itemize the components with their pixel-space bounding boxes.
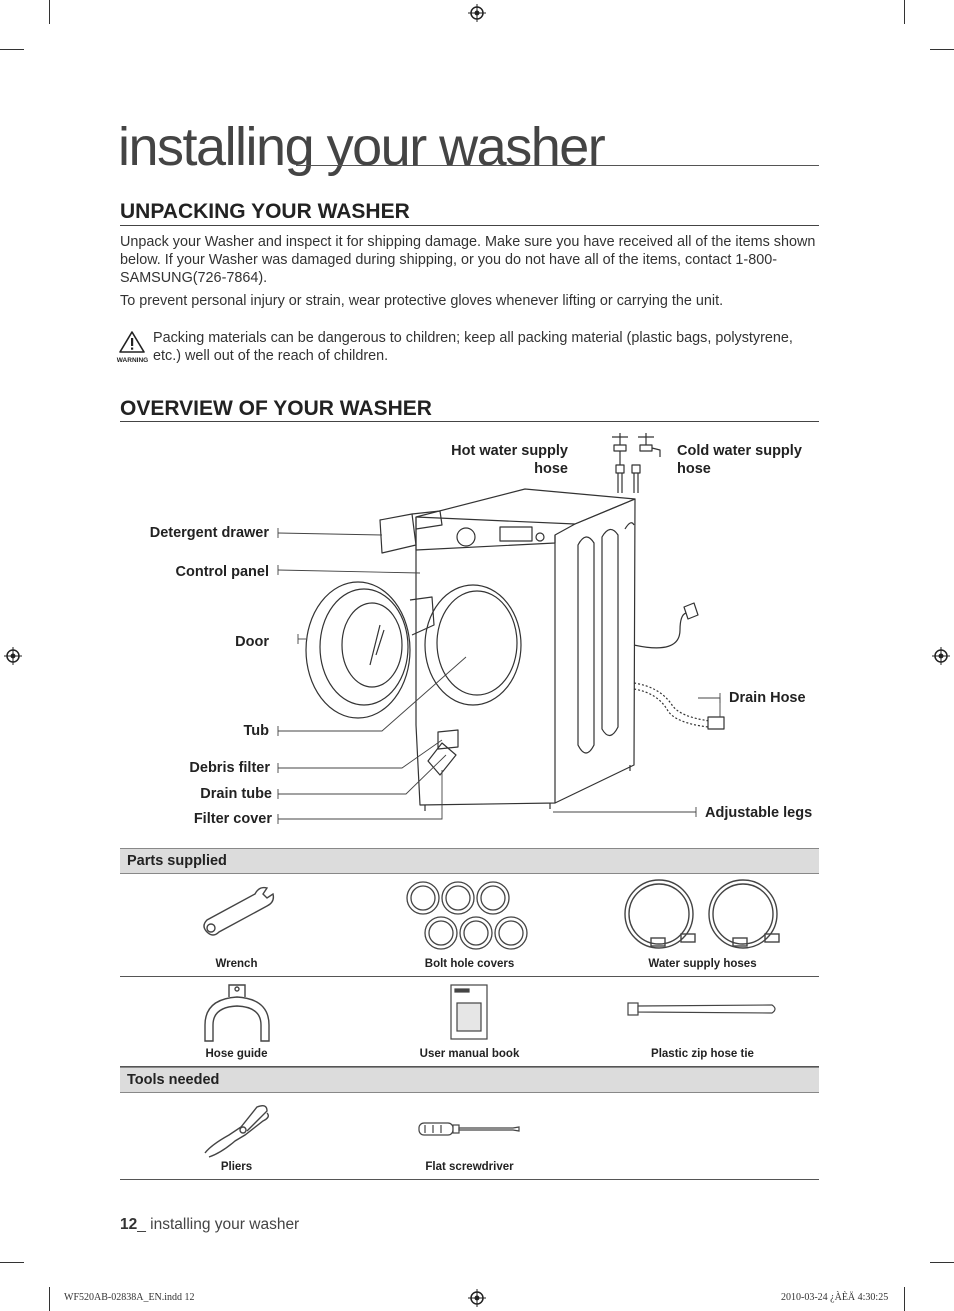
detergent-drawer-label: Detergent drawer bbox=[149, 525, 269, 541]
crop-mark bbox=[49, 0, 50, 24]
plastic-zip-hose-tie-icon bbox=[626, 1002, 776, 1016]
part-cell: Hose guide bbox=[120, 977, 353, 1066]
filter-cover-label: Filter cover bbox=[193, 811, 272, 827]
warning-note: WARNING Packing materials can be dangero… bbox=[116, 328, 821, 368]
part-cell: Plastic zip hose tie bbox=[586, 977, 819, 1066]
label-line: hose bbox=[534, 461, 568, 477]
table-row: Wrench Bolt hole covers bbox=[120, 874, 819, 977]
parts-supplied-header: Parts supplied bbox=[120, 848, 819, 874]
parts-table: Parts supplied Wrench bbox=[120, 848, 819, 1180]
crop-mark bbox=[904, 1287, 905, 1311]
registration-mark-icon bbox=[932, 647, 950, 665]
control-panel-label: Control panel bbox=[175, 564, 269, 580]
print-slug-date: 2010-03-24 ¿ÀÈÄ 4:30:25 bbox=[781, 1292, 889, 1303]
gloves-paragraph: To prevent personal injury or strain, we… bbox=[120, 293, 724, 309]
table-row: Hose guide User manual book Plastic zip … bbox=[120, 977, 819, 1067]
tub-label: Tub bbox=[243, 723, 270, 739]
label-line: hose bbox=[677, 461, 711, 477]
crop-mark bbox=[930, 1262, 954, 1263]
washer-diagram: Hot water supply hose Cold water supply … bbox=[120, 425, 820, 835]
crop-mark bbox=[0, 1262, 24, 1263]
user-manual-book-icon bbox=[449, 984, 488, 1040]
table-row: Pliers Flat screwdriver bbox=[120, 1093, 819, 1180]
adjustable-legs-label: Adjustable legs bbox=[705, 805, 813, 821]
print-slug-file: WF520AB-02838A_EN.indd 12 bbox=[64, 1292, 195, 1303]
part-label: Wrench bbox=[215, 958, 258, 970]
part-cell: Wrench bbox=[120, 874, 353, 976]
label-line: Hot water supply bbox=[451, 443, 568, 459]
page-number: 12 bbox=[120, 1216, 138, 1233]
hose-guide-icon bbox=[203, 984, 270, 1042]
section-rule bbox=[120, 225, 819, 226]
unpacking-heading: UNPACKING YOUR WASHER bbox=[120, 200, 410, 223]
registration-mark-icon bbox=[468, 1289, 486, 1307]
crop-mark bbox=[904, 0, 905, 24]
part-label: Hose guide bbox=[205, 1048, 268, 1060]
title-rule bbox=[296, 165, 819, 166]
part-label: Plastic zip hose tie bbox=[651, 1048, 754, 1060]
overview-heading: OVERVIEW OF YOUR WASHER bbox=[120, 397, 432, 420]
crop-mark bbox=[0, 49, 24, 50]
tool-label: Pliers bbox=[220, 1161, 253, 1173]
tools-needed-header: Tools needed bbox=[120, 1067, 819, 1093]
registration-mark-icon bbox=[4, 647, 22, 665]
washer-illustration bbox=[277, 433, 725, 824]
wrench-icon bbox=[202, 886, 274, 936]
tool-cell: Flat screwdriver bbox=[353, 1093, 586, 1179]
warning-text: Packing materials can be dangerous to ch… bbox=[153, 330, 793, 364]
page-footer: 12_ installing your washer bbox=[120, 1216, 299, 1234]
flat-screwdriver-icon bbox=[417, 1122, 520, 1136]
tool-label: Flat screwdriver bbox=[425, 1161, 514, 1173]
part-label: User manual book bbox=[419, 1048, 520, 1060]
warning-label: WARNING bbox=[117, 357, 148, 364]
debris-filter-label: Debris filter bbox=[189, 760, 270, 776]
part-label: Water supply hoses bbox=[648, 958, 757, 970]
hot-water-supply-hose-label: Hot water supply hose bbox=[446, 442, 568, 478]
page-title: installing your washer bbox=[118, 117, 606, 177]
cold-water-supply-hose-label: Cold water supply hose bbox=[677, 442, 802, 478]
page-section-name: _ installing your washer bbox=[137, 1216, 300, 1233]
bolt-hole-covers-icon bbox=[405, 881, 528, 950]
part-cell: User manual book bbox=[353, 977, 586, 1066]
registration-mark-icon bbox=[468, 4, 486, 22]
part-label: Bolt hole covers bbox=[424, 958, 515, 970]
drain-hose-label: Drain Hose bbox=[729, 690, 806, 706]
door-label: Door bbox=[235, 634, 269, 650]
part-cell: Water supply hoses bbox=[586, 874, 819, 976]
crop-mark bbox=[930, 49, 954, 50]
drain-tube-label: Drain tube bbox=[200, 786, 272, 802]
unpacking-paragraph: Unpack your Washer and inspect it for sh… bbox=[120, 234, 816, 286]
part-cell: Bolt hole covers bbox=[353, 874, 586, 976]
pliers-icon bbox=[203, 1104, 269, 1158]
section-rule bbox=[120, 421, 819, 422]
water-supply-hoses-icon bbox=[623, 879, 780, 949]
label-line: Cold water supply bbox=[677, 443, 802, 459]
warning-icon: WARNING bbox=[117, 331, 148, 364]
crop-mark bbox=[49, 1287, 50, 1311]
tool-cell: Pliers bbox=[120, 1093, 353, 1179]
